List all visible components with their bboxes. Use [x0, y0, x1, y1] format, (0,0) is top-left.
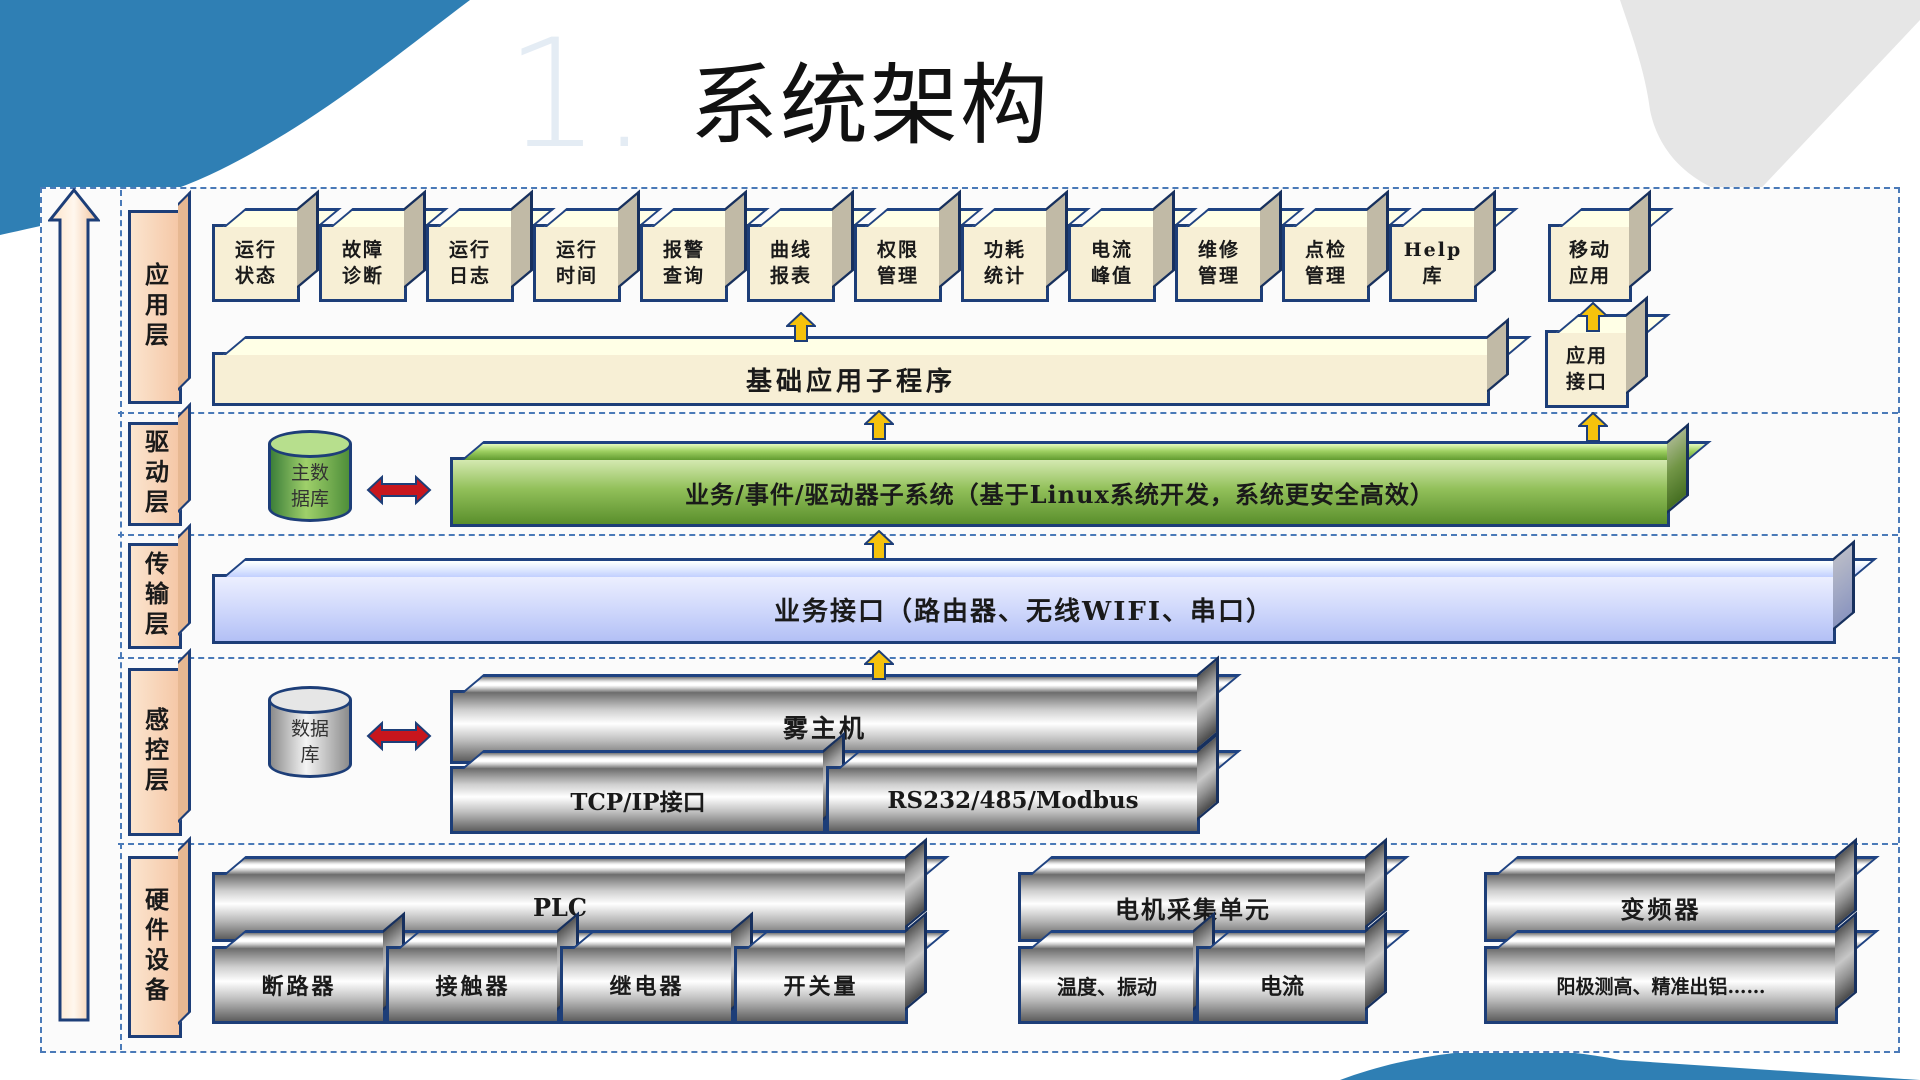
bottom-right-decoration — [1340, 1049, 1920, 1080]
app-tile: 功耗统计 — [961, 224, 1049, 302]
app-interface-line-2: 接口 — [1565, 371, 1608, 393]
plc-item-circuit-breaker: 断路器 — [212, 946, 386, 1024]
app-tile-line-1: 曲线 — [769, 239, 812, 261]
app-tile: 报警查询 — [640, 224, 728, 302]
app-tile: 运行日志 — [426, 224, 514, 302]
up-arrow-icon — [864, 530, 894, 560]
up-arrow-icon — [1578, 302, 1608, 332]
inverter-detail-box: 阳极测高、精准出铝…… — [1484, 946, 1838, 1024]
app-tile: 电流峰值 — [1068, 224, 1156, 302]
slide-title: 系统架构 — [690, 54, 1051, 157]
top-left-decoration — [0, 0, 470, 235]
app-tile-line-2: 统计 — [983, 265, 1026, 287]
tcp-ip-interface-box: TCP/IP接口 — [450, 766, 826, 834]
app-tile: 权限管理 — [854, 224, 942, 302]
app-tile-line-2: 时间 — [555, 265, 598, 287]
motor-item-temperature-vibration: 温度、振动 — [1018, 946, 1196, 1024]
up-arrow-icon — [1578, 412, 1608, 442]
up-arrow-icon — [786, 312, 816, 342]
top-right-decoration — [1620, 0, 1920, 200]
app-tile-line-1: 电流 — [1090, 239, 1133, 261]
app-tile-line-1: 报警 — [662, 239, 705, 261]
plc-item-relay: 继电器 — [560, 946, 734, 1024]
app-tile-line-1: 运行 — [448, 239, 491, 261]
bottom-up-arrow — [48, 188, 100, 1022]
app-interface-box: 应用接口 — [1545, 330, 1629, 408]
base-application-bar: 基础应用子程序 — [212, 352, 1490, 406]
app-tile: 维修管理 — [1175, 224, 1263, 302]
app-tile-line-2: 峰值 — [1090, 265, 1133, 287]
app-tile-line-1: 维修 — [1197, 239, 1240, 261]
app-tile-line-1: 运行 — [234, 239, 277, 261]
app-tile-line-1: 故障 — [341, 239, 384, 261]
app-tile-line-2: 管理 — [1197, 265, 1240, 287]
database-line-1: 数据 — [290, 718, 329, 740]
up-arrow-icon — [864, 410, 894, 440]
app-tile-line-2: 库 — [1422, 265, 1444, 287]
app-tile-line-1: Help — [1403, 239, 1463, 261]
layer-label-transport: 传输层 — [128, 543, 182, 649]
plc-item-switch-value: 开关量 — [734, 946, 908, 1024]
app-tile-line-1: 功耗 — [983, 239, 1026, 261]
app-tile-line-2: 诊断 — [341, 265, 384, 287]
app-tile-line-2: 查询 — [662, 265, 705, 287]
business-subsystem-bar: 业务/事件/驱动器子系统（基于Linux系统开发，系统更安全高效） — [450, 457, 1670, 527]
main-database-cylinder: 主数据库 — [268, 430, 352, 526]
database-cylinder: 数据库 — [268, 686, 352, 782]
label-column-separator — [120, 190, 122, 1050]
layer-label-sense-control: 感控层 — [128, 668, 182, 836]
app-tile-line-2: 管理 — [876, 265, 919, 287]
app-tile-line-2: 管理 — [1304, 265, 1347, 287]
app-interface-line-1: 应用 — [1565, 345, 1608, 367]
row-separator-sense — [118, 843, 1898, 845]
row-separator-app — [118, 412, 1898, 414]
slide-number: 1. — [505, 8, 649, 182]
app-tile: 点检管理 — [1282, 224, 1370, 302]
app-tile-line-2: 报表 — [769, 265, 812, 287]
double-arrow-icon — [366, 720, 432, 752]
mobile-app-box: 移动应用 — [1548, 224, 1632, 302]
row-separator-transport — [118, 657, 1898, 659]
layer-label-application: 应用层 — [128, 210, 182, 404]
app-tile-line-1: 运行 — [555, 239, 598, 261]
row-separator-driver — [118, 534, 1898, 536]
layer-label-hardware: 硬件设备 — [128, 856, 182, 1038]
database-line-2: 库 — [300, 744, 320, 766]
app-tile-line-1: 点检 — [1304, 239, 1347, 261]
app-tile: 运行时间 — [533, 224, 621, 302]
motor-item-current: 电流 — [1196, 946, 1368, 1024]
business-interface-bar: 业务接口（路由器、无线WIFI、串口） — [212, 574, 1836, 644]
app-tile: 运行状态 — [212, 224, 300, 302]
app-tile: 曲线报表 — [747, 224, 835, 302]
rs232-interface-box: RS232/485/Modbus — [826, 766, 1200, 834]
up-arrow-icon — [864, 650, 894, 680]
app-tile-line-2: 日志 — [448, 265, 491, 287]
app-tile-line-2: 状态 — [234, 265, 277, 287]
app-tile: Help 库 — [1389, 224, 1477, 302]
main-database-line-2: 据库 — [290, 488, 329, 510]
mobile-app-line-1: 移动 — [1568, 239, 1611, 261]
mobile-app-line-2: 应用 — [1568, 265, 1611, 287]
app-tile-line-1: 权限 — [876, 239, 919, 261]
layer-label-driver: 驱动层 — [128, 422, 182, 526]
plc-item-contactor: 接触器 — [386, 946, 560, 1024]
main-database-line-1: 主数 — [290, 462, 329, 484]
double-arrow-icon — [366, 474, 432, 506]
app-tile: 故障诊断 — [319, 224, 407, 302]
